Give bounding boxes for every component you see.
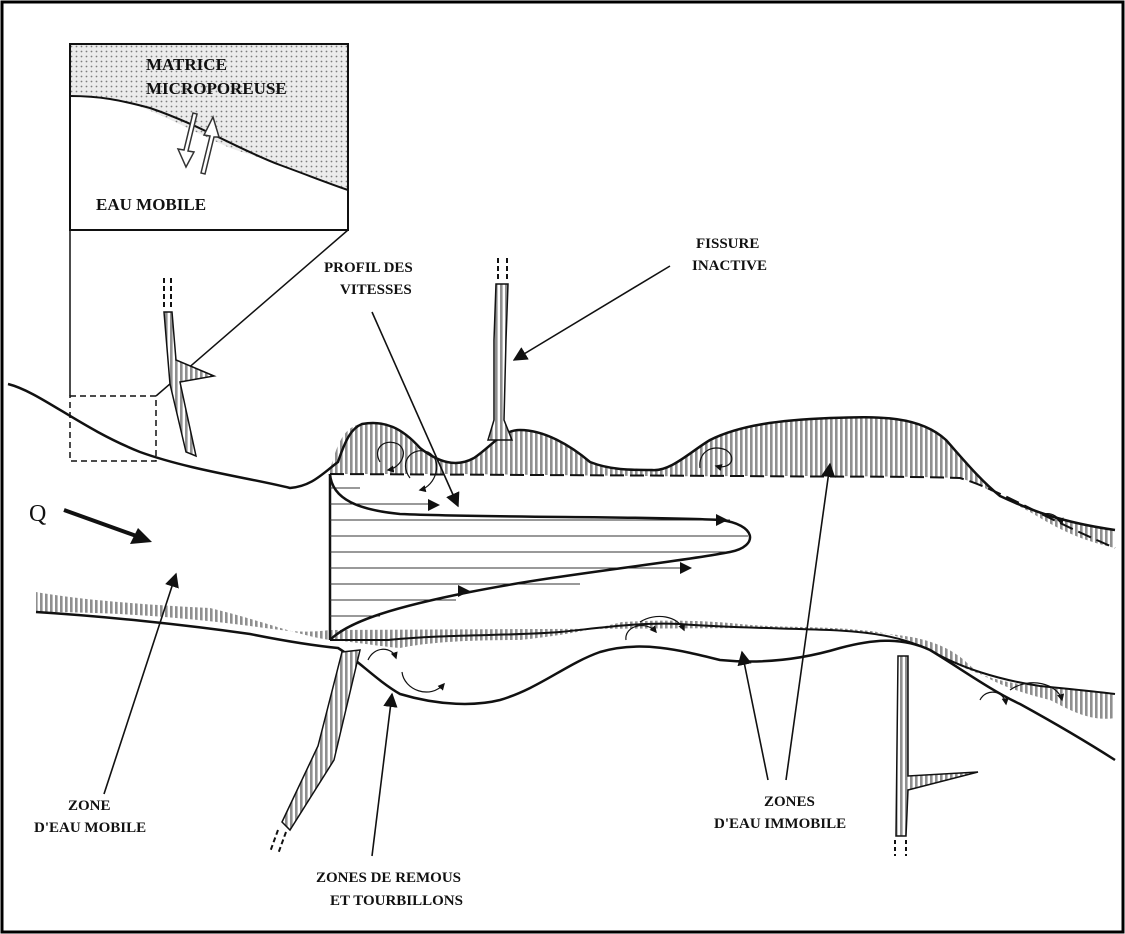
immobile-label-1: ZONES (764, 794, 815, 810)
mobile-zone-label-2: D'EAU MOBILE (34, 820, 146, 836)
matrix-label-1: MATRICE (146, 55, 227, 74)
immobile-label-2: D'EAU IMMOBILE (714, 816, 846, 832)
velocity-label-1: PROFIL DES (324, 260, 413, 276)
eddy-label-1: ZONES DE REMOUS (316, 870, 461, 886)
fissure-label-1: FISSURE (696, 236, 759, 252)
velocity-label-2: VITESSES (340, 282, 412, 298)
mobile-water-inset-label: EAU MOBILE (96, 195, 206, 214)
mobile-zone-label-1: ZONE (68, 798, 111, 814)
flow-label: Q (29, 501, 46, 527)
matrix-label-2: MICROPOREUSE (146, 79, 287, 98)
fissure-label-2: INACTIVE (692, 258, 767, 274)
eddy-label-2: ET TOURBILLONS (330, 893, 463, 909)
